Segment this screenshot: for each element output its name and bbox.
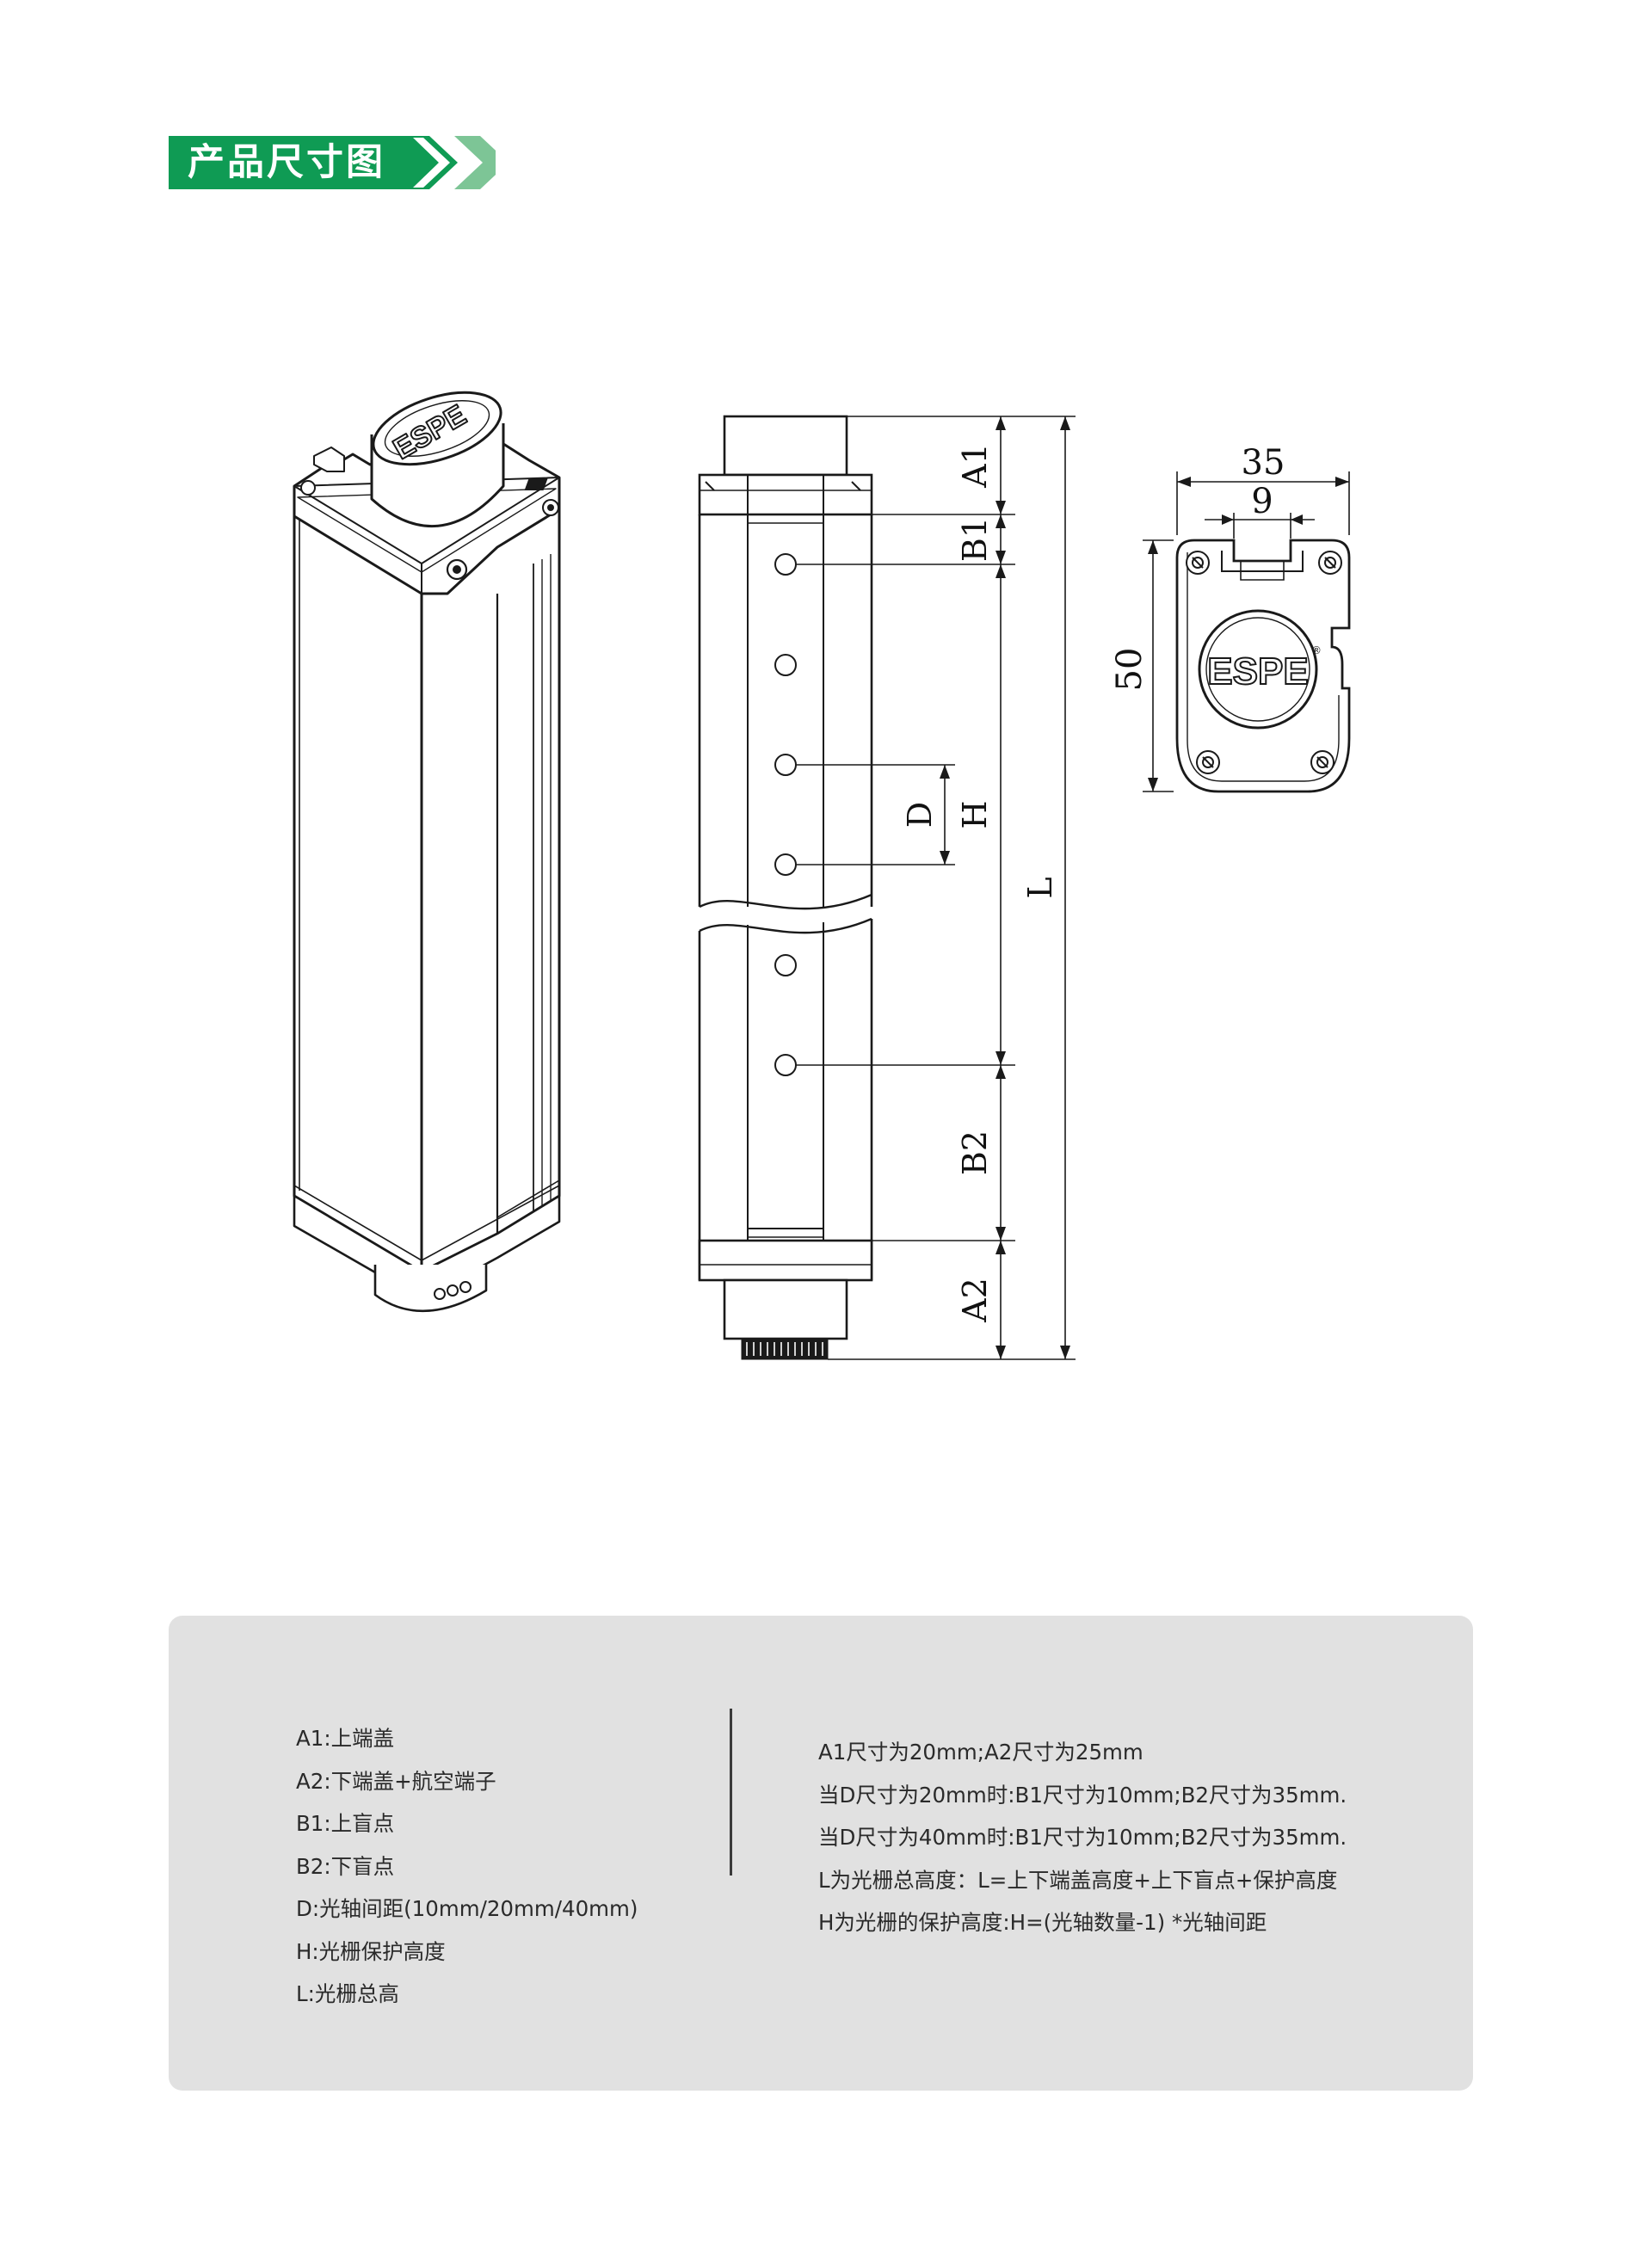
dimension-arrows	[940, 416, 1070, 1359]
legend-item: B1:上盲点	[296, 1811, 395, 1836]
top-view: ESPE ®	[1175, 539, 1351, 793]
spec-item: 当D尺寸为40mm时:B1尺寸为10mm;B2尺寸为35mm.	[818, 1825, 1347, 1850]
legend-panel: A1:上端盖 A2:下端盖+航空端子 B1:上盲点 B2:下盲点 D:光轴间距(…	[169, 1616, 1473, 2091]
dimension-labels: A1 B1 H D L B2 A2	[901, 443, 1059, 1323]
registered-mark: ®	[1311, 644, 1322, 656]
legend-specifications: A1尺寸为20mm;A2尺寸为25mm 当D尺寸为20mm时:B1尺寸为10mm…	[818, 1731, 1347, 1944]
top-view-labels: 35 9 50	[1110, 443, 1285, 691]
spec-item: L为光栅总高度：L=上下端盖高度+上下盲点+保护高度	[818, 1867, 1338, 1893]
spec-item: H为光栅的保护高度:H=(光轴数量-1) *光轴间距	[818, 1910, 1267, 1935]
spec-item: 当D尺寸为20mm时:B1尺寸为10mm;B2尺寸为35mm.	[818, 1782, 1347, 1808]
dim-label-a2: A2	[956, 1278, 994, 1323]
page-title: 产品尺寸图	[188, 141, 385, 184]
dimension-drawing: ESPE	[293, 391, 1351, 1360]
dim-label-d: D	[901, 802, 939, 828]
dim-label-b2: B2	[956, 1130, 994, 1175]
front-view	[524, 415, 873, 1360]
section-banner: 产品尺寸图	[169, 136, 496, 189]
dim-label-b1: B1	[956, 517, 994, 562]
spec-item: A1尺寸为20mm;A2尺寸为25mm	[818, 1740, 1143, 1765]
legend-item: D:光轴间距(10mm/20mm/40mm)	[296, 1896, 638, 1921]
top-view-arrows	[1148, 477, 1349, 791]
top-logo: ESPE	[1207, 650, 1308, 693]
dim-label-slot: 9	[1251, 482, 1273, 521]
dim-label-h: H	[956, 800, 994, 828]
dim-label-l: L	[1021, 877, 1059, 898]
legend-definitions: A1:上端盖 A2:下端盖+航空端子 B1:上盲点 B2:下盲点 D:光轴间距(…	[296, 1717, 638, 2016]
dim-label-a1: A1	[956, 443, 994, 489]
legend-item: B2:下盲点	[296, 1853, 395, 1879]
legend-divider	[730, 1709, 732, 1876]
dim-label-width: 35	[1242, 443, 1285, 483]
legend-item: A2:下端盖+航空端子	[296, 1768, 496, 1794]
legend-item: L:光栅总高	[296, 1981, 399, 2006]
legend-item: H:光栅保护高度	[296, 1938, 446, 1964]
isometric-view: ESPE	[293, 391, 561, 1313]
legend-item: A1:上端盖	[296, 1726, 395, 1751]
dim-label-depth: 50	[1110, 648, 1150, 692]
banner-shape	[169, 136, 496, 189]
